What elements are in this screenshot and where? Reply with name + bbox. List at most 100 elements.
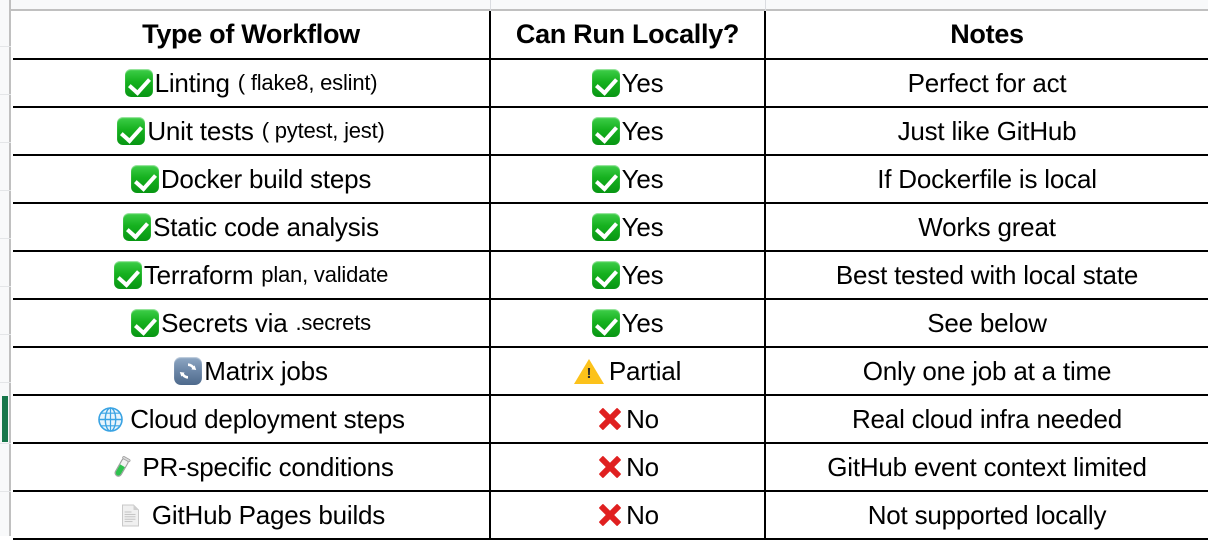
column-header-notes[interactable]: Notes — [765, 11, 1208, 60]
table-row[interactable]: GitHub Pages builds No Not supported loc… — [13, 490, 1208, 540]
cell-notes[interactable]: See below — [765, 298, 1208, 348]
workflow-detail: .secrets — [295, 310, 371, 335]
white-check-mark-icon — [591, 165, 620, 193]
table-row[interactable]: Cloud deployment steps No Real cloud inf… — [13, 394, 1208, 444]
can-run-locally-label: No — [626, 404, 659, 434]
workflow-label: PR-specific conditions — [142, 452, 394, 482]
row-header-separator — [0, 382, 11, 383]
cell-workflow[interactable]: Secrets via .secrets — [13, 298, 491, 348]
table-row[interactable]: Unit tests ( pytest, jest) Yes Just like… — [13, 106, 1208, 156]
workflow-detail: ( flake8, eslint) — [237, 70, 378, 95]
column-header-separator[interactable] — [490, 0, 491, 11]
white-check-mark-icon — [591, 69, 620, 97]
cell-notes[interactable]: If Dockerfile is local — [765, 154, 1208, 204]
cell-notes[interactable]: Not supported locally — [765, 490, 1208, 540]
cell-workflow[interactable]: Cloud deployment steps — [13, 394, 491, 444]
can-run-locally-label: Yes — [621, 260, 664, 290]
cell-can-run-locally[interactable]: Yes — [490, 202, 766, 252]
table-row[interactable]: Linting ( flake8, eslint) Yes Perfect fo… — [13, 58, 1208, 108]
cell-notes[interactable]: Only one job at a time — [765, 346, 1208, 396]
can-run-locally-label: No — [626, 500, 659, 530]
arrows-counterclockwise-icon — [174, 357, 203, 385]
workflow-label: Secrets via — [161, 308, 288, 338]
globe-with-meridians-icon — [97, 406, 124, 433]
cell-can-run-locally[interactable]: Yes — [490, 58, 766, 108]
white-check-mark-icon — [113, 261, 142, 289]
cell-workflow[interactable]: Unit tests ( pytest, jest) — [13, 106, 491, 156]
can-run-locally-label: No — [626, 452, 659, 482]
cell-can-run-locally[interactable]: Yes — [490, 154, 766, 204]
page-facing-up-icon — [117, 502, 144, 529]
cell-can-run-locally[interactable]: No — [490, 442, 766, 492]
table-row[interactable]: Secrets via .secrets Yes See below — [13, 298, 1208, 348]
column-header-separator[interactable] — [765, 0, 766, 11]
workflow-label: Matrix jobs — [204, 356, 328, 386]
cell-notes[interactable]: Real cloud infra needed — [765, 394, 1208, 444]
cell-notes[interactable]: GitHub event context limited — [765, 442, 1208, 492]
active-row-marker — [2, 396, 8, 442]
can-run-locally-label: Yes — [621, 68, 664, 98]
row-header-separator — [0, 443, 11, 444]
row-header-separator — [0, 46, 11, 47]
table-row[interactable]: PR-specific conditions No GitHub event c… — [13, 442, 1208, 492]
table-header-row: Type of Workflow Can Run Locally? Notes — [13, 11, 1208, 60]
column-header-can-run-locally[interactable]: Can Run Locally? — [490, 11, 766, 60]
white-check-mark-icon — [123, 213, 152, 241]
white-check-mark-icon — [124, 69, 153, 97]
workflow-label: Unit tests — [147, 116, 254, 146]
can-run-locally-label: Partial — [608, 356, 682, 386]
table-row[interactable]: Docker build steps Yes If Dockerfile is … — [13, 154, 1208, 204]
can-run-locally-label: Yes — [621, 212, 664, 242]
workflow-compatibility-table: Type of Workflow Can Run Locally? Notes … — [13, 11, 1208, 540]
table-row[interactable]: Matrix jobs Partial Only one job at a ti… — [13, 346, 1208, 396]
cell-workflow[interactable]: Static code analysis — [13, 202, 491, 252]
white-check-mark-icon — [130, 165, 159, 193]
cell-workflow[interactable]: PR-specific conditions — [13, 442, 491, 492]
cell-workflow[interactable]: GitHub Pages builds — [13, 490, 491, 540]
cell-notes[interactable]: Perfect for act — [765, 58, 1208, 108]
test-tube-icon — [108, 454, 135, 481]
white-check-mark-icon — [117, 117, 146, 145]
white-check-mark-icon — [591, 261, 620, 289]
column-header-workflow[interactable]: Type of Workflow — [13, 11, 491, 60]
cell-workflow[interactable]: Terraform plan, validate — [13, 250, 491, 300]
row-header-separator — [0, 238, 11, 239]
workflow-label: Static code analysis — [153, 212, 379, 242]
workflow-label: GitHub Pages builds — [151, 500, 386, 530]
white-check-mark-icon — [591, 213, 620, 241]
row-header-separator — [0, 491, 11, 492]
table-row[interactable]: Static code analysis Yes Works great — [13, 202, 1208, 252]
cell-can-run-locally[interactable]: Yes — [490, 250, 766, 300]
row-header-separator — [0, 334, 11, 335]
cell-can-run-locally[interactable]: Yes — [490, 106, 766, 156]
cell-can-run-locally[interactable]: No — [490, 490, 766, 540]
table-row[interactable]: Terraform plan, validate Yes Best tested… — [13, 250, 1208, 300]
row-header-separator — [0, 142, 11, 143]
cross-mark-icon — [596, 453, 624, 481]
row-header-separator — [0, 94, 11, 95]
workflow-label: Terraform — [143, 260, 254, 290]
cell-notes[interactable]: Best tested with local state — [765, 250, 1208, 300]
cell-notes[interactable]: Works great — [765, 202, 1208, 252]
cell-workflow[interactable]: Matrix jobs — [13, 346, 491, 396]
workflow-label: Cloud deployment steps — [130, 404, 405, 434]
can-run-locally-label: Yes — [621, 164, 664, 194]
cross-mark-icon — [596, 405, 624, 433]
cross-mark-icon — [596, 501, 624, 529]
cell-can-run-locally[interactable]: Partial — [490, 346, 766, 396]
white-check-mark-icon — [591, 309, 620, 337]
workflow-label: Linting — [154, 68, 230, 98]
row-header-strip[interactable] — [0, 0, 11, 536]
cell-notes[interactable]: Just like GitHub — [765, 106, 1208, 156]
cell-workflow[interactable]: Docker build steps — [13, 154, 491, 204]
workflow-detail: ( pytest, jest) — [261, 118, 385, 143]
row-header-separator — [0, 286, 11, 287]
can-run-locally-label: Yes — [621, 116, 664, 146]
white-check-mark-icon — [591, 117, 620, 145]
cell-workflow[interactable]: Linting ( flake8, eslint) — [13, 58, 491, 108]
cell-can-run-locally[interactable]: No — [490, 394, 766, 444]
cell-can-run-locally[interactable]: Yes — [490, 298, 766, 348]
column-header-strip[interactable] — [0, 0, 1208, 11]
white-check-mark-icon — [131, 309, 160, 337]
